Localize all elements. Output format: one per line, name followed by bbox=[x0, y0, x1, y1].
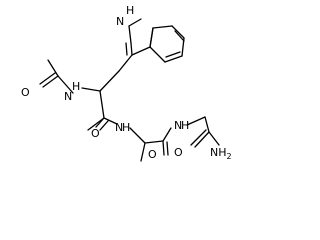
acetyl-o-label: O bbox=[21, 86, 30, 99]
terminal-nh2-subscript: 2 bbox=[227, 152, 232, 161]
amide-h2-label: H bbox=[122, 121, 130, 134]
terminal-nh2-label: NH2 bbox=[210, 146, 232, 161]
glycinamide-residue bbox=[186, 116, 220, 148]
acetyl-group bbox=[39, 59, 74, 94]
indole-h-label: H bbox=[126, 4, 134, 17]
terminal-o-label: O bbox=[174, 146, 183, 159]
alanine-residue bbox=[129, 127, 172, 162]
molecule-structure: H N O H N O N H O N H O NH2 bbox=[21, 4, 232, 162]
amide-n3-label: N bbox=[174, 119, 182, 132]
trp-carbonyl-o-label: O bbox=[91, 127, 100, 140]
ala-carbonyl-o-label: O bbox=[148, 148, 157, 161]
terminal-nh-text: NH bbox=[210, 146, 227, 159]
amide-h3-label: H bbox=[181, 119, 189, 132]
indole-five-ring bbox=[125, 18, 154, 56]
amide-n1-label: N bbox=[64, 90, 72, 103]
indole-benzene-ring bbox=[149, 25, 185, 63]
trp-backbone bbox=[81, 54, 133, 131]
indole-n-label: N bbox=[116, 15, 124, 28]
amide-n2-label: N bbox=[115, 121, 123, 134]
trp-carbonyl bbox=[95, 117, 109, 131]
amide-h1-label: H bbox=[72, 80, 80, 93]
